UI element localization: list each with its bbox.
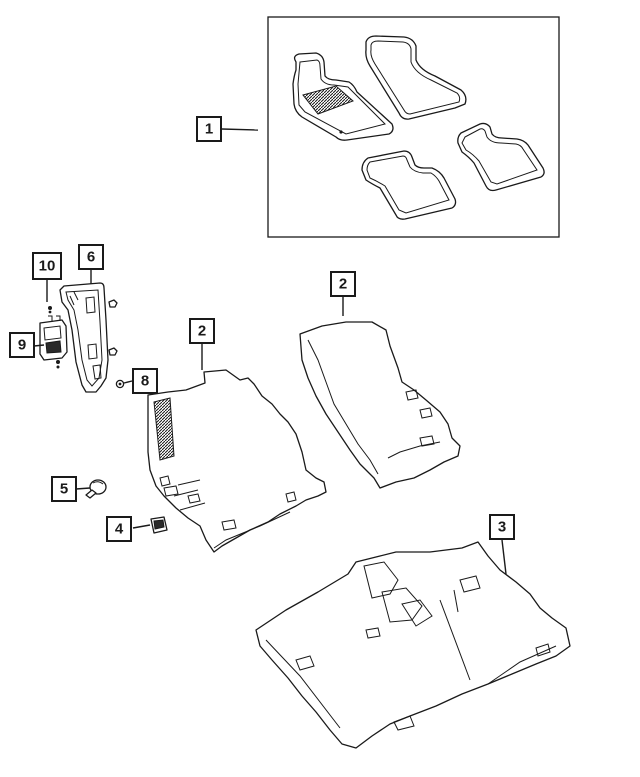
svg-text:5: 5	[60, 481, 68, 498]
svg-text:4: 4	[115, 521, 124, 538]
svg-text:1: 1	[205, 121, 213, 138]
svg-text:3: 3	[498, 519, 506, 536]
leader-1	[221, 128, 259, 131]
callout-1[interactable]: 1	[196, 116, 222, 142]
callout-6[interactable]: 6	[78, 244, 104, 270]
fasteners	[48, 299, 125, 389]
leader-3	[501, 539, 507, 575]
svg-text:2: 2	[339, 276, 347, 293]
rear-right-floor-mat	[457, 122, 545, 192]
callout-8[interactable]: 8	[132, 368, 158, 394]
kick-panel-trim	[59, 282, 109, 393]
rear-left-floor-mat	[361, 150, 457, 220]
front-right-floor-mat	[365, 35, 467, 120]
leader-lines	[33, 128, 507, 575]
main-floor-carpet	[255, 541, 571, 749]
callout-9[interactable]: 9	[9, 332, 35, 358]
callout-2-rear[interactable]: 2	[330, 271, 356, 297]
rear-carpet-section	[299, 321, 461, 489]
svg-text:2: 2	[198, 323, 206, 340]
svg-text:9: 9	[18, 337, 26, 354]
callout-2-front[interactable]: 2	[189, 318, 215, 344]
leader-8	[123, 380, 133, 384]
leader-5	[75, 487, 91, 490]
push-pin-fastener	[85, 479, 107, 499]
leader-9	[33, 344, 45, 347]
clip-module	[39, 315, 68, 361]
leader-4	[132, 524, 151, 529]
svg-text:10: 10	[39, 258, 56, 275]
front-left-carpet	[147, 369, 327, 553]
callout-3[interactable]: 3	[489, 514, 515, 540]
svg-text:8: 8	[141, 373, 149, 390]
callout-4[interactable]: 4	[106, 516, 132, 542]
callout-5[interactable]: 5	[51, 476, 77, 502]
front-left-floor-mat	[292, 52, 394, 141]
retainer-clip	[150, 516, 168, 534]
callout-10[interactable]: 10	[32, 252, 62, 280]
svg-text:6: 6	[87, 249, 95, 266]
